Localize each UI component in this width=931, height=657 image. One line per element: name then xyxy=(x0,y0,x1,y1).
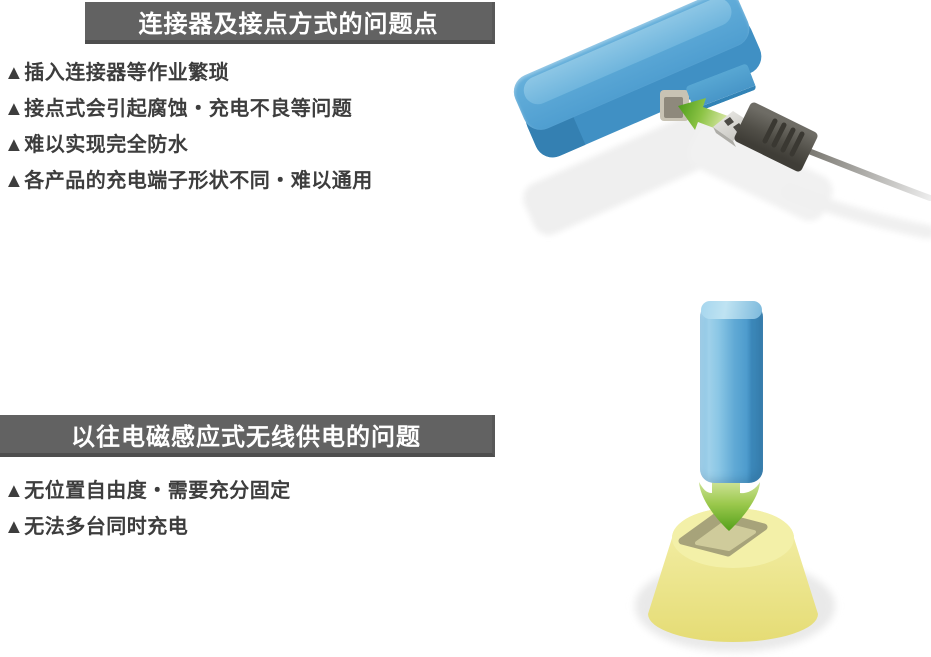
bullet-item: ▲无位置自由度・需要充分固定 xyxy=(4,479,291,502)
usb-cable xyxy=(803,147,931,201)
usb-plug xyxy=(713,102,818,172)
insert-arrow-icon xyxy=(678,98,728,131)
connector-section-title: 连接器及接点方式的问题点 xyxy=(138,10,439,38)
usb-plug-illustration xyxy=(500,0,931,250)
bullet-item: ▲各产品的充电端子形状不同・难以通用 xyxy=(4,169,373,192)
place-down-arrow-icon xyxy=(699,470,760,531)
bullet-item: ▲接点式会引起腐蚀・充电不良等问题 xyxy=(4,97,353,120)
plug-grip-ridges xyxy=(762,118,805,157)
usb-contact-slot xyxy=(724,117,734,126)
bullet-item: ▲难以实现完全防水 xyxy=(4,133,189,156)
cradle-recess-floor xyxy=(695,522,756,551)
soft-shadows xyxy=(523,109,931,239)
bullet-item: ▲插入连接器等作业繁琐 xyxy=(4,61,230,84)
insert-arrow-layer xyxy=(678,98,728,131)
induction-section-title-bar: 以往电磁感应式无线供电的问题 xyxy=(0,415,495,457)
usb-illustration-background-layer xyxy=(523,109,931,239)
usb-metal-connector xyxy=(713,111,753,141)
charging-cradle-illustration xyxy=(600,290,931,657)
cradle-layer xyxy=(635,470,835,652)
connector-section-title-bar: 连接器及接点方式的问题点 xyxy=(85,2,495,44)
bullet-item: ▲无法多台同时充电 xyxy=(4,515,189,538)
connector-bullet-list: ▲插入连接器等作业繁琐 ▲接点式会引起腐蚀・充电不良等问题 ▲难以实现完全防水 … xyxy=(4,52,373,196)
portable-device-vertical xyxy=(700,301,763,483)
usb-metal-underside xyxy=(713,127,736,147)
usb-plug-layer xyxy=(713,102,818,172)
induction-section-title: 以往电磁感应式无线供电的问题 xyxy=(71,423,421,451)
induction-bullet-list: ▲无位置自由度・需要充分固定 ▲无法多台同时充电 xyxy=(4,470,291,542)
